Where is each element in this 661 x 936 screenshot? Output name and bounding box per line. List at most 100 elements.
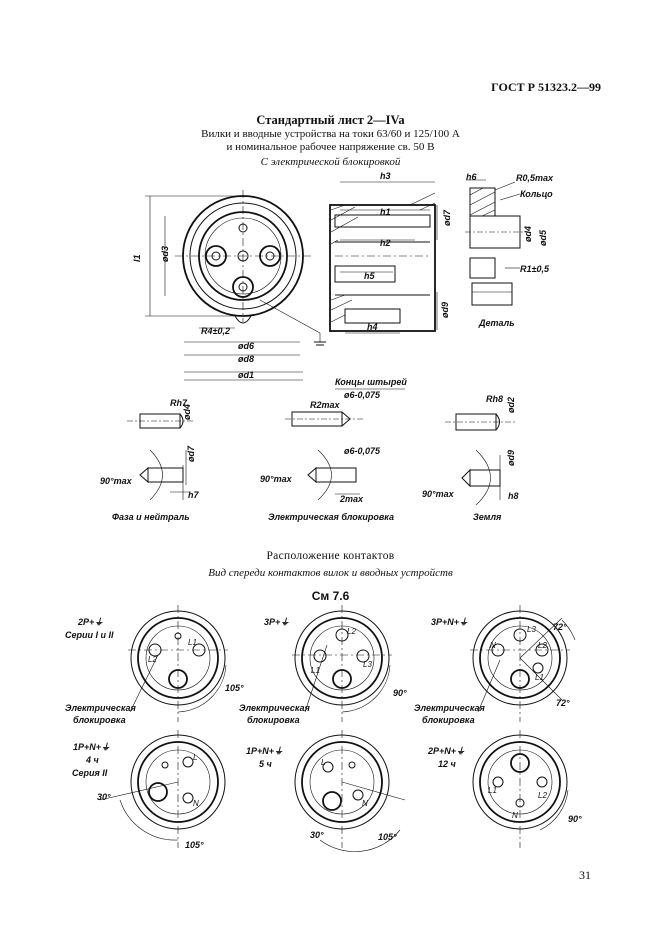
diagram6-label1: 2P+N+⏚ [427, 746, 465, 756]
svg-text:ød1: ød1 [238, 370, 254, 380]
svg-text:N: N [362, 799, 368, 808]
svg-text:72°: 72° [556, 698, 570, 708]
svg-text:R1±0,5: R1±0,5 [520, 264, 550, 274]
svg-text:N: N [490, 641, 496, 650]
diagram4-label1: 1P+N+⏚ [73, 742, 110, 752]
svg-text:блокировка: блокировка [247, 715, 300, 725]
svg-text:Электрическая: Электрическая [414, 703, 486, 713]
sheet-subtitle: С электрической блокировкой [260, 156, 401, 168]
page-number: 31 [579, 868, 591, 882]
svg-text:90°: 90° [568, 814, 582, 824]
svg-text:Rh7: Rh7 [170, 398, 188, 408]
svg-text:ø6-0,075: ø6-0,075 [344, 446, 381, 456]
document-code: ГОСТ Р 51323.2—99 [491, 80, 601, 94]
svg-text:h2: h2 [380, 238, 391, 248]
svg-text:72°: 72° [553, 622, 567, 632]
svg-text:ød6: ød6 [238, 341, 255, 351]
svg-text:L2: L2 [148, 655, 157, 664]
contact-diagram-2PN-12h: L1 L2 N 90° [472, 730, 582, 848]
svg-text:блокировка: блокировка [73, 715, 126, 725]
svg-text:105°: 105° [225, 683, 244, 693]
detail-drawing: h6 R0,5max Кольцо ød4 ød5 R1±0,5 Деталь [465, 172, 554, 328]
section-view-drawing: h3 h1 h2 h5 h4 ød7 ød9 [329, 171, 452, 334]
svg-text:L3: L3 [363, 660, 372, 669]
svg-text:ø6-0,075: ø6-0,075 [344, 390, 381, 400]
svg-text:Rh8: Rh8 [486, 394, 503, 404]
diagram4-label2: 4 ч [85, 755, 100, 765]
svg-text:ød3: ød3 [160, 246, 170, 262]
svg-text:h3: h3 [380, 171, 391, 181]
svg-text:R4±0,2: R4±0,2 [201, 326, 230, 336]
svg-text:90°max: 90°max [100, 476, 133, 486]
svg-text:30°: 30° [97, 792, 111, 802]
svg-text:L2: L2 [538, 791, 547, 800]
svg-text:90°: 90° [393, 688, 407, 698]
svg-text:ød8: ød8 [238, 354, 254, 364]
contact-diagram-3P: L2 L1 L3 90° [292, 605, 407, 722]
svg-text:L2: L2 [538, 641, 547, 650]
diagram5-label2: 5 ч [259, 759, 273, 769]
svg-text:h7: h7 [188, 490, 199, 500]
sheet-description-line2: и номинальное рабочее напряжение св. 50 … [226, 141, 435, 153]
diagram1-label1: 2P+⏚ [77, 617, 103, 627]
svg-text:ød9: ød9 [506, 450, 516, 466]
svg-text:L1: L1 [488, 786, 497, 795]
svg-text:2max: 2max [339, 494, 364, 504]
svg-text:30°: 30° [310, 830, 324, 840]
svg-text:L1: L1 [188, 638, 197, 647]
svg-text:Электрическая: Электрическая [65, 703, 137, 713]
section-subtitle: Вид спереди контактов вилок и вводных ус… [208, 567, 453, 579]
svg-text:ød7: ød7 [186, 445, 196, 462]
diagram6-label2: 12 ч [438, 759, 457, 769]
svg-text:h8: h8 [508, 491, 519, 501]
svg-text:ød7: ød7 [442, 209, 452, 226]
svg-text:ød5: ød5 [538, 229, 548, 246]
svg-text:Электрическая: Электрическая [239, 703, 311, 713]
svg-text:N: N [512, 811, 518, 820]
svg-text:ød4: ød4 [523, 226, 533, 242]
svg-text:L: L [321, 758, 325, 767]
svg-text:ød4: ød4 [182, 404, 192, 420]
svg-text:l1: l1 [132, 254, 142, 262]
svg-text:Деталь: Деталь [478, 318, 515, 328]
svg-text:N: N [193, 799, 199, 808]
svg-text:h5: h5 [364, 271, 375, 281]
diagram2-label1: 3P+⏚ [264, 617, 289, 627]
section-title: Расположение контактов [266, 550, 395, 562]
svg-text:L1: L1 [311, 666, 320, 675]
svg-text:Фаза и нейтраль: Фаза и нейтраль [112, 512, 190, 522]
svg-text:Земля: Земля [473, 512, 502, 522]
contact-diagram-3PN: L3 N L2 L1 72° 72° [470, 605, 576, 722]
svg-text:L2: L2 [347, 627, 356, 636]
svg-text:Кольцо: Кольцо [520, 189, 553, 199]
svg-text:блокировка: блокировка [422, 715, 475, 725]
sheet-title: Стандартный лист 2—IVa [256, 113, 405, 127]
svg-text:105°: 105° [378, 832, 397, 842]
svg-text:90°max: 90°max [260, 474, 293, 484]
svg-text:h1: h1 [380, 207, 391, 217]
contact-diagram-1PN-4h: 30° 105° L N [97, 730, 226, 850]
section-reference: См 7.6 [311, 589, 350, 603]
svg-text:R0,5max: R0,5max [516, 173, 554, 183]
svg-text:R2max: R2max [310, 400, 341, 410]
svg-text:90°max: 90°max [422, 489, 455, 499]
svg-text:L1: L1 [535, 673, 544, 682]
svg-text:L: L [193, 753, 197, 762]
svg-text:h6: h6 [466, 172, 477, 182]
diagram4-label3: Серия II [72, 768, 108, 778]
pin-ends-drawing: Концы штырей Rh7 ød4 R2max ø6-0,075 Rh8 … [100, 377, 519, 522]
diagram1-label2: Серии I и II [65, 630, 114, 640]
diagram3-label1: 3P+N+⏚ [431, 617, 468, 627]
svg-text:105°: 105° [185, 840, 204, 850]
svg-text:Электрическая блокировка: Электрическая блокировка [268, 512, 394, 522]
contact-diagram-1PN-5h: 30° 105° L N [294, 730, 406, 852]
contact-diagram-2P: L1 L2 105° [128, 605, 244, 722]
svg-text:ød9: ød9 [440, 302, 450, 318]
svg-text:L3: L3 [527, 625, 536, 634]
front-view-drawing: l1 ød3 R4±0,2 ød6 ød8 ød1 [132, 190, 326, 381]
svg-text:Концы штырей: Концы штырей [335, 377, 407, 387]
sheet-description-line1: Вилки и вводные устройства на токи 63/60… [201, 128, 460, 140]
svg-text:h4: h4 [367, 322, 378, 332]
diagram5-label1: 1P+N+⏚ [246, 746, 283, 756]
